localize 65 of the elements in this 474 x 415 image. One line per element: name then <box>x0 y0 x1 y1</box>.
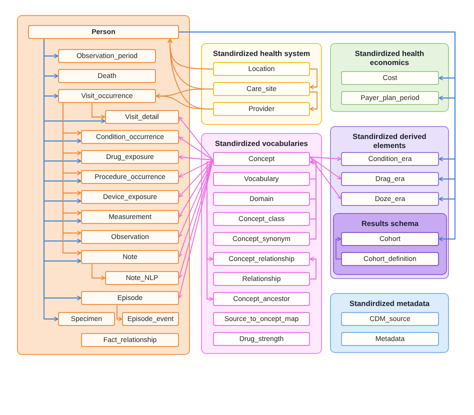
table-box <box>81 291 179 305</box>
arrow <box>206 162 214 302</box>
table-box <box>58 89 156 103</box>
table-box <box>213 232 310 246</box>
table-box <box>81 170 179 184</box>
table-box <box>213 172 310 186</box>
arrow <box>310 156 342 200</box>
table-box <box>213 312 310 326</box>
table-box <box>341 152 439 166</box>
table-box <box>81 230 179 244</box>
arrow <box>178 160 214 218</box>
arrow <box>178 160 214 178</box>
table-box <box>341 192 439 206</box>
group-panel <box>330 126 449 279</box>
arrow <box>310 92 318 112</box>
table-box <box>341 332 439 346</box>
table-box <box>81 333 179 347</box>
arrow <box>310 256 316 280</box>
table-box <box>341 172 439 186</box>
table-box <box>341 252 439 266</box>
table-box <box>58 69 156 83</box>
table-box <box>213 272 310 286</box>
arrow <box>92 102 106 120</box>
arrow <box>116 304 122 322</box>
arrow <box>336 236 342 260</box>
table-box <box>213 332 310 346</box>
arrow <box>310 156 342 180</box>
arrow <box>310 68 318 90</box>
group-panel <box>330 293 449 353</box>
table-box <box>122 312 179 326</box>
table-box <box>341 71 439 85</box>
table-box <box>213 212 310 226</box>
arrow <box>178 136 214 160</box>
arrow <box>310 156 342 162</box>
arrow <box>178 160 214 198</box>
table-box <box>341 91 439 105</box>
table-box <box>213 152 310 166</box>
group-panel <box>330 43 449 112</box>
table-box <box>213 252 310 266</box>
table-box <box>81 130 179 144</box>
table-box <box>213 192 310 206</box>
group-panel <box>201 133 322 354</box>
table-box <box>213 102 310 116</box>
group-panel <box>333 213 447 275</box>
group-panel <box>17 15 190 355</box>
arrow <box>44 38 58 322</box>
table-box <box>213 292 310 306</box>
table-box <box>81 210 179 224</box>
arrow <box>178 154 214 160</box>
table-box <box>213 62 310 76</box>
table-box <box>58 49 156 63</box>
group-panel <box>201 43 322 125</box>
table-box <box>105 110 179 124</box>
table-box <box>105 271 179 285</box>
table-box <box>81 190 179 204</box>
table-box <box>81 250 179 264</box>
table-box <box>28 25 179 39</box>
table-box <box>213 82 310 96</box>
arrow <box>310 160 316 240</box>
table-box <box>341 232 439 246</box>
table-box <box>341 312 439 326</box>
arrow <box>178 116 214 160</box>
table-box <box>58 312 115 326</box>
arrow <box>92 264 106 280</box>
table-box <box>81 150 179 164</box>
